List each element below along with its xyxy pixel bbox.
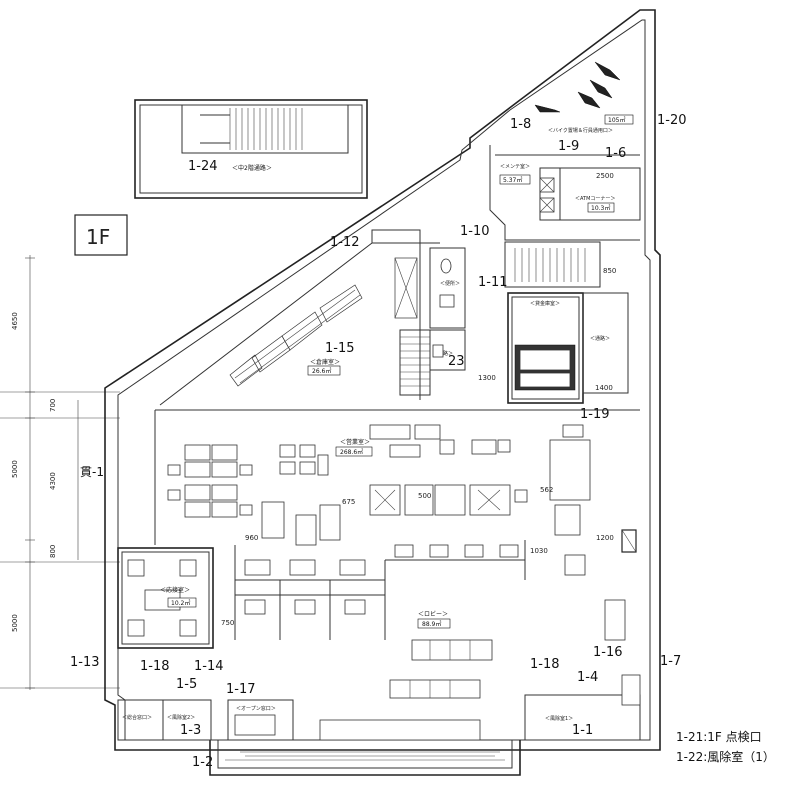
code-1-13: 1-13	[70, 655, 100, 670]
code-1-3: 1-3	[180, 723, 201, 738]
room-mezz-corridor: ＜中2階通路＞	[232, 164, 272, 172]
building-outline	[104, 9, 661, 776]
legend-notes: 1-21:1F 点検口 1-22:風除室（1）	[676, 730, 775, 764]
office-area: ＜営業室＞ 268.6㎡	[154, 409, 640, 576]
code-1-24: 1-24	[188, 159, 218, 174]
room-windbreak1: ＜風除室1＞	[545, 715, 573, 722]
mezzanine-stair-block: 1-24 ＜中2階通路＞	[134, 99, 368, 199]
area-lobby: 88.9㎡	[422, 620, 441, 628]
code-1-19: 1-19	[580, 407, 610, 422]
code-1-16: 1-16	[593, 645, 623, 660]
dim-4300: 4300	[49, 472, 57, 490]
inner-stair	[399, 329, 431, 396]
room-windbreak2: ＜風除室2＞	[167, 714, 195, 721]
code-1-23: 23	[448, 354, 465, 369]
dim-1200: 1200	[596, 534, 614, 542]
zone-codes: 1-13 1-18 1-14 1-5 1-17 1-3 1-2 1-18 1-4…	[70, 645, 681, 770]
service-rooms: ＜メンテ室＞ 5.37㎡ ＜ATMコーナー＞ 10.3㎡ 2500 850 ＜バ…	[489, 61, 687, 275]
floor-tag: 1F	[74, 214, 128, 256]
note-1-22: 1-22:風除室（1）	[676, 749, 775, 764]
room-bike: ＜バイク置場＆行員通用口＞	[548, 127, 613, 134]
room-reception: ＜応接室＞	[160, 586, 190, 594]
toilet-block: ＜便所＞ ＜通路＞ 23 1300	[429, 247, 496, 382]
service-counters	[234, 540, 526, 640]
code-1-5: 1-5	[176, 677, 197, 692]
reception-room: ＜応接室＞ 10.2㎡ 750	[117, 547, 234, 649]
dim-960: 960	[245, 534, 258, 542]
room-general: ＜総合窓口＞	[122, 714, 152, 721]
left-dimension-chain: 4650 700 5000 4300 800 5000 貫-1	[0, 255, 120, 690]
room-open-counter: ＜オープン窓口＞	[236, 705, 276, 712]
dim-1300: 1300	[478, 374, 496, 382]
area-storage: 26.6㎡	[312, 367, 331, 375]
code-1-20: 1-20	[657, 113, 687, 128]
code-1-17: 1-17	[226, 682, 256, 697]
safe-deposit-room: ＜貸金庫室＞ ＜通路＞ 1400 1-19	[507, 292, 629, 422]
code-1-1: 1-1	[572, 723, 593, 738]
floor-label: 1F	[86, 225, 110, 249]
code-1-14: 1-14	[194, 659, 224, 674]
code-1-8: 1-8	[510, 117, 531, 132]
code-1-6: 1-6	[605, 146, 626, 161]
dim-562: 562	[540, 486, 553, 494]
code-1-15: 1-15	[325, 341, 355, 356]
code-1-9: 1-9	[558, 139, 579, 154]
code-1-12: 1-12	[330, 235, 360, 250]
code-1-18-right: 1-18	[530, 657, 560, 672]
dim-5000-a: 5000	[11, 460, 19, 478]
code-1-10: 1-10	[460, 224, 490, 239]
area-office: 268.6㎡	[340, 448, 363, 456]
code-1-4: 1-4	[577, 670, 598, 685]
side-label: 貫-1	[80, 465, 104, 479]
dim-4650: 4650	[11, 312, 19, 330]
bottom-rooms: ＜総合窓口＞ ＜風除室2＞ ＜オープン窓口＞ ＜風除室1＞	[117, 674, 641, 741]
dim-1400: 1400	[595, 384, 613, 392]
code-1-18-left: 1-18	[140, 659, 170, 674]
room-safe: ＜貸金庫室＞	[530, 300, 560, 307]
dim-2500: 2500	[596, 172, 614, 180]
storage-shelves	[229, 257, 418, 387]
room-atm: ＜ATMコーナー＞	[575, 196, 615, 202]
lobby: ＜ロビー＞ 88.9㎡	[319, 599, 626, 741]
room-maint: ＜メンテ室＞	[500, 163, 530, 170]
room-storage: ＜倉庫室＞	[310, 358, 340, 366]
room-corridor-right: ＜通路＞	[590, 335, 610, 342]
stair-treads	[200, 108, 303, 150]
dim-750: 750	[221, 619, 234, 627]
room-toilet: ＜便所＞	[440, 280, 460, 287]
area-bike: 105㎡	[608, 116, 625, 124]
dim-700: 700	[49, 399, 57, 412]
dim-5000-b: 5000	[11, 614, 19, 632]
code-1-11: 1-11	[478, 275, 508, 290]
dim-800: 800	[49, 545, 57, 558]
code-1-2: 1-2	[192, 755, 213, 770]
code-1-7: 1-7	[660, 654, 681, 669]
area-reception: 10.2㎡	[171, 599, 190, 607]
dim-675: 675	[342, 498, 355, 506]
area-maint: 5.37㎡	[503, 176, 522, 184]
storage-room: 1-15 ＜倉庫室＞ 26.6㎡ 1-12	[159, 229, 440, 406]
bike-icons	[534, 61, 621, 113]
note-1-21: 1-21:1F 点検口	[676, 730, 762, 744]
dim-850: 850	[603, 267, 616, 275]
rear-stair: 1-11 1-10	[460, 224, 601, 290]
area-atm: 10.3㎡	[591, 204, 610, 212]
entrance-steps	[240, 751, 500, 757]
dim-500: 500	[418, 492, 431, 500]
dim-1030: 1030	[530, 547, 548, 555]
room-office: ＜営業室＞	[340, 438, 370, 446]
room-lobby: ＜ロビー＞	[418, 610, 448, 618]
